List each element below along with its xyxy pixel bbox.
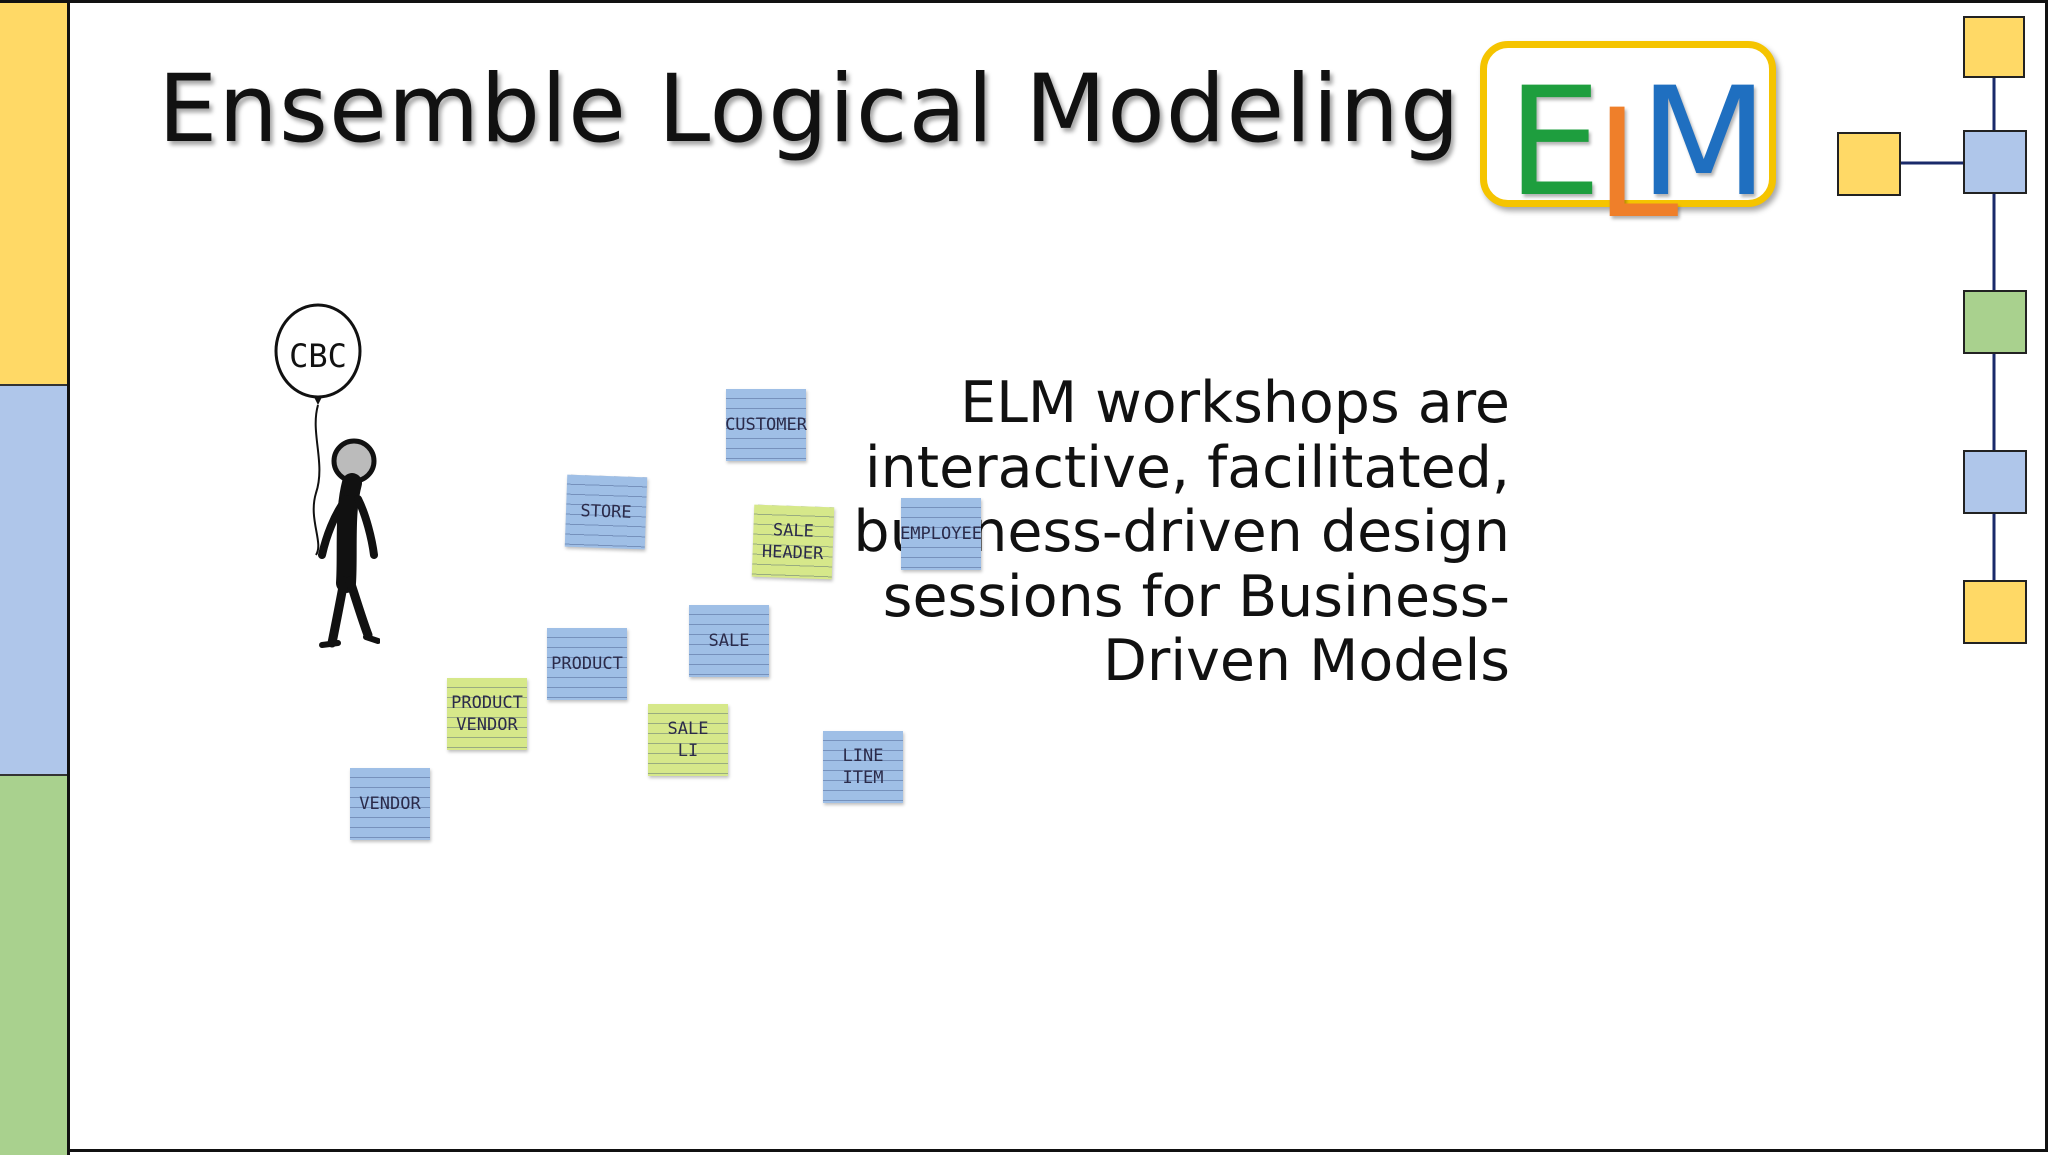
sticky-note-sale-header: SALE HEADER (751, 504, 835, 580)
sticky-note-label: EMPLOYEE (900, 524, 982, 544)
left-color-bar (0, 3, 70, 1155)
left-bar-green-segment (0, 776, 67, 1155)
left-bar-yellow-segment (0, 3, 67, 386)
sticky-note-label: PRODUCT (551, 654, 623, 674)
logo-letter-e: E (1507, 56, 1602, 230)
deco-square-blue-1 (1963, 130, 2027, 194)
elm-logo: E L M (1480, 41, 1776, 252)
sticky-note-label: SALE LI (667, 719, 709, 761)
decorative-connector-graphic (1837, 16, 2027, 644)
sticky-note-sale-li: SALE LI (648, 704, 728, 776)
sticky-note-store: STORE (564, 474, 648, 550)
sticky-note-product: PRODUCT (547, 628, 627, 700)
deco-square-yellow-left (1837, 132, 1901, 196)
workshop-illustration: CBC CUSTOMER STORE SALE HEADER EMPLOYEE … (260, 293, 1020, 873)
deco-square-yellow-top (1963, 16, 2025, 78)
deco-square-blue-2 (1963, 450, 2027, 514)
sticky-note-label: SALE HEADER (761, 520, 824, 565)
sticky-note-label: STORE (580, 501, 632, 523)
deco-square-yellow-bottom (1963, 580, 2027, 644)
sticky-note-vendor: VENDOR (350, 768, 430, 840)
sticky-note-label: PRODUCT VENDOR (451, 693, 523, 735)
sticky-note-label: VENDOR (359, 794, 421, 814)
sticky-note-customer: CUSTOMER (725, 389, 807, 461)
sticky-note-label: LINE ITEM (842, 746, 884, 788)
sticky-note-employee: EMPLOYEE (900, 498, 982, 570)
left-bar-blue-segment (0, 386, 67, 776)
logo-letter-m: M (1639, 56, 1769, 230)
sticky-note-label: SALE (708, 631, 750, 651)
deco-square-green (1963, 290, 2027, 354)
stick-figure-with-balloon: CBC (274, 303, 380, 648)
sticky-note-line-item: LINE ITEM (823, 731, 903, 803)
sticky-note-label: CUSTOMER (725, 415, 807, 435)
sticky-note-sale: SALE (689, 605, 769, 677)
sticky-note-product-vendor: PRODUCT VENDOR (447, 678, 527, 750)
logo-letter-l: L (1595, 78, 1679, 252)
balloon-label: CBC (289, 337, 347, 375)
slide-title: Ensemble Logical Modeling (158, 55, 1461, 164)
